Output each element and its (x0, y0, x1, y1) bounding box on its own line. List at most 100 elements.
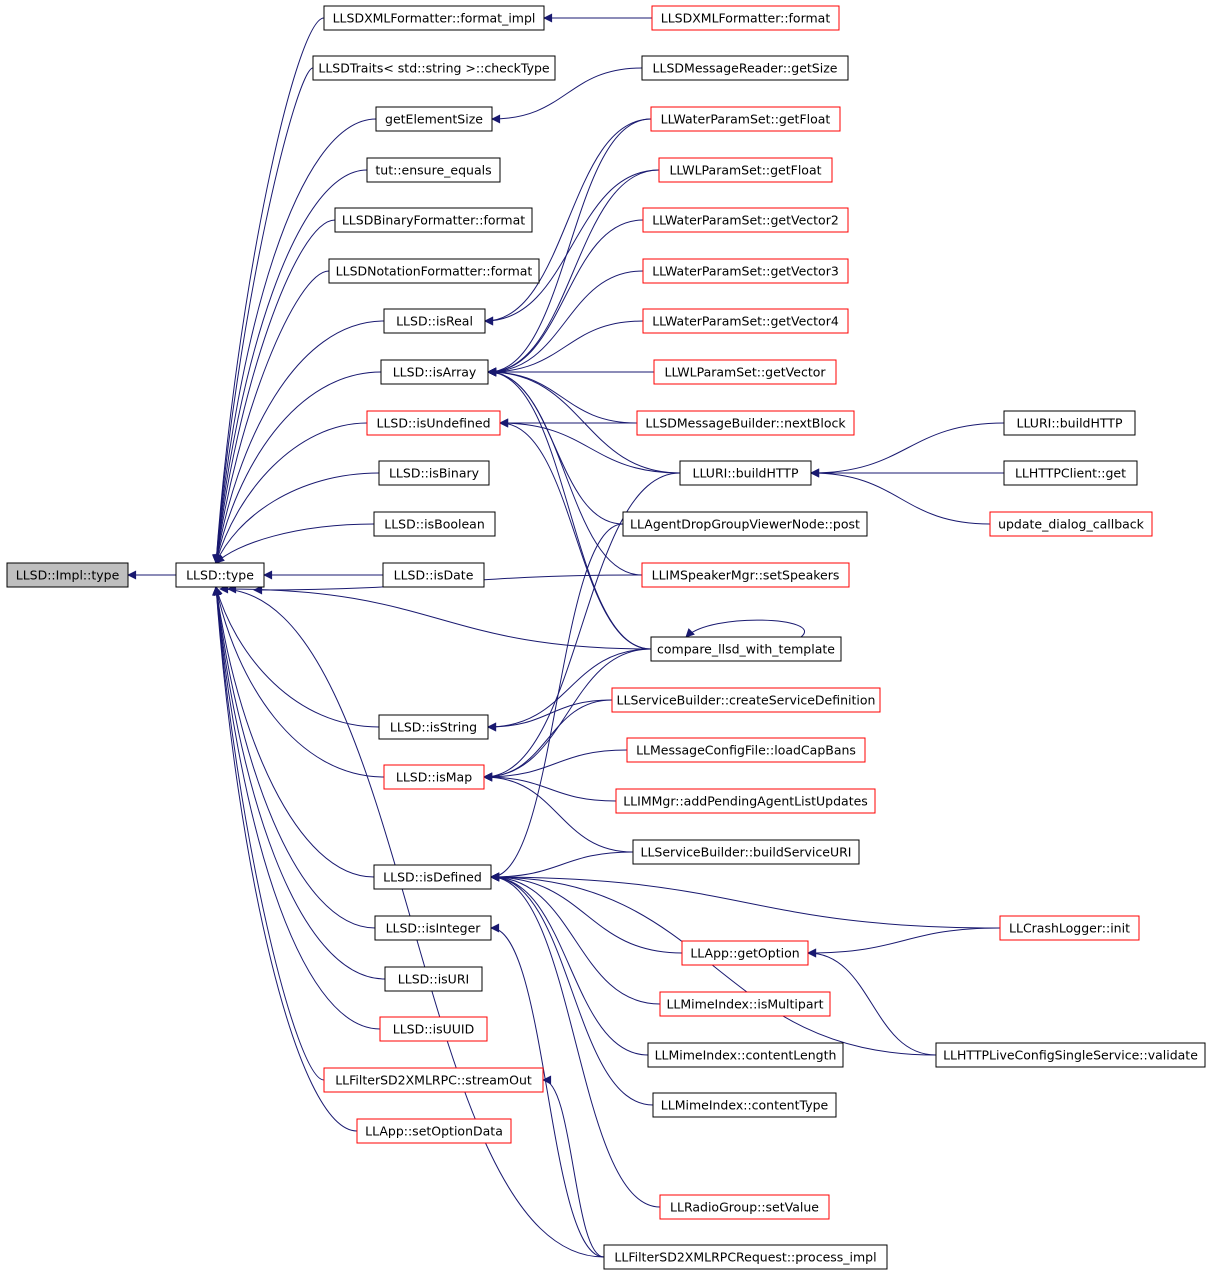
node-uri-buildhttp-mid[interactable]: LLURI::buildHTTP (679, 460, 812, 486)
node-mime-ismulti[interactable]: LLMimeIndex::isMultipart (659, 991, 831, 1017)
node-getelemsize[interactable]: getElementSize (375, 106, 493, 132)
node-mime-contenttype[interactable]: LLMimeIndex::contentType (652, 1092, 837, 1118)
node-box (611, 687, 881, 713)
node-water-getfloat[interactable]: LLWaterParamSet::getFloat (650, 106, 841, 132)
node-isdefined[interactable]: LLSD::isDefined (373, 864, 492, 890)
node-svc-createdef[interactable]: LLServiceBuilder::createServiceDefinitio… (611, 687, 881, 713)
node-water-vec4[interactable]: LLWaterParamSet::getVector4 (642, 308, 849, 334)
node-impl-type[interactable]: LLSD::Impl::type (6, 562, 129, 588)
node-label: LLServiceBuilder::buildServiceURI (641, 845, 852, 860)
node-box (989, 511, 1153, 537)
node-tut-eq[interactable]: tut::ensure_equals (366, 157, 501, 183)
node-imspeaker-set[interactable]: LLIMSpeakerMgr::setSpeakers (641, 562, 850, 588)
node-httpclient-get[interactable]: LLHTTPClient::get (1003, 460, 1138, 486)
node-immgr-addpending[interactable]: LLIMMgr::addPendingAgentListUpdates (615, 788, 876, 814)
node-water-vec2[interactable]: LLWaterParamSet::getVector2 (642, 207, 849, 233)
node-crashlogger-init[interactable]: LLCrashLogger::init (999, 915, 1140, 941)
node-fmt-impl[interactable]: LLSDXMLFormatter::format_impl (323, 5, 545, 31)
node-isinteger[interactable]: LLSD::isInteger (374, 915, 492, 941)
node-box (379, 1016, 488, 1042)
node-ismap[interactable]: LLSD::isMap (383, 764, 485, 790)
node-mime-contentlen[interactable]: LLMimeIndex::contentLength (647, 1042, 844, 1068)
node-box (935, 1042, 1206, 1068)
node-isstring[interactable]: LLSD::isString (378, 714, 489, 740)
node-isreal[interactable]: LLSD::isReal (383, 308, 486, 334)
call-edge (483, 699, 613, 782)
node-water-vec3[interactable]: LLWaterParamSet::getVector3 (642, 258, 849, 284)
call-edge (227, 584, 652, 650)
call-edge (487, 367, 643, 576)
node-isuuid[interactable]: LLSD::isUUID (379, 1016, 488, 1042)
node-uri-buildhttp-right[interactable]: LLURI::buildHTTP (1003, 410, 1136, 436)
node-box (1003, 410, 1136, 436)
call-edge (212, 169, 368, 564)
node-bin-fmt[interactable]: LLSDBinaryFormatter::format (334, 207, 533, 233)
node-label: LLSD::isUndefined (376, 416, 490, 431)
node-msgreader-size[interactable]: LLSDMessageReader::getSize (641, 55, 849, 81)
node-label: LLWaterParamSet::getVector3 (652, 264, 839, 279)
node-msgcfg-loadcap[interactable]: LLMessageConfigFile::loadCapBans (626, 737, 866, 763)
node-label: LLRadioGroup::setValue (670, 1200, 819, 1215)
node-label: LLMimeIndex::isMultipart (666, 997, 823, 1012)
node-box (647, 1042, 844, 1068)
node-wl-getfloat[interactable]: LLWLParamSet::getFloat (658, 157, 833, 183)
node-label: LLSD::isDate (394, 568, 474, 583)
node-svc-builduri[interactable]: LLServiceBuilder::buildServiceURI (632, 839, 860, 865)
node-box (323, 1067, 544, 1093)
node-not-fmt[interactable]: LLSDNotationFormatter::format (328, 258, 540, 284)
node-box (383, 764, 485, 790)
call-edge (490, 872, 1001, 929)
node-radio-setvalue[interactable]: LLRadioGroup::setValue (659, 1194, 830, 1220)
node-box (366, 157, 501, 183)
node-compare-tmpl[interactable]: compare_llsd_with_template (650, 636, 842, 662)
node-label: LLIMMgr::addPendingAgentListUpdates (623, 794, 868, 809)
node-box (175, 562, 265, 588)
node-label: LLSD::isString (390, 720, 477, 735)
node-isbinary[interactable]: LLSD::isBinary (378, 460, 490, 486)
node-httplive-validate[interactable]: LLHTTPLiveConfigSingleService::validate (935, 1042, 1206, 1068)
node-box (641, 55, 849, 81)
node-box (653, 359, 837, 385)
node-agentdrop-post[interactable]: LLAgentDropGroupViewerNode::post (622, 511, 868, 537)
node-box (366, 410, 501, 436)
node-box (636, 410, 855, 436)
node-isboolean[interactable]: LLSD::isBoolean (373, 511, 496, 537)
node-checktype[interactable]: LLSDTraits< std::string >::checkType (312, 55, 556, 81)
node-box (6, 562, 129, 588)
node-type[interactable]: LLSD::type (175, 562, 265, 588)
node-box (659, 1194, 830, 1220)
node-box (378, 714, 489, 740)
node-box (651, 5, 840, 31)
node-box (632, 839, 860, 865)
node-label: LLCrashLogger::init (1009, 921, 1130, 936)
node-box (356, 1118, 512, 1144)
call-edge (487, 367, 652, 650)
node-box (642, 207, 849, 233)
node-label: LLServiceBuilder::createServiceDefinitio… (617, 693, 876, 708)
node-wl-getvector[interactable]: LLWLParamSet::getVector (653, 359, 837, 385)
node-box (383, 308, 486, 334)
node-setoptdata[interactable]: LLApp::setOptionData (356, 1118, 512, 1144)
node-box (323, 5, 545, 31)
node-update-dialog[interactable]: update_dialog_callback (989, 511, 1153, 537)
call-edge (487, 169, 660, 377)
node-box (659, 991, 831, 1017)
node-label: LLApp::getOption (690, 946, 799, 961)
node-msgbuilder-next[interactable]: LLSDMessageBuilder::nextBlock (636, 410, 855, 436)
node-streamout[interactable]: LLFilterSD2XMLRPC::streamOut (323, 1067, 544, 1093)
node-box (642, 258, 849, 284)
node-isdate[interactable]: LLSD::isDate (382, 562, 485, 588)
node-isundef[interactable]: LLSD::isUndefined (366, 410, 501, 436)
node-label: LLSD::type (186, 568, 254, 583)
call-edge (490, 872, 661, 1005)
node-isarray[interactable]: LLSD::isArray (380, 359, 489, 385)
node-label: LLSD::isBoolean (384, 517, 485, 532)
node-isuri[interactable]: LLSD::isURI (384, 966, 483, 992)
node-label: update_dialog_callback (998, 517, 1145, 532)
node-filter-process[interactable]: LLFilterSD2XMLRPCRequest::process_impl (603, 1244, 888, 1270)
node-box (373, 864, 492, 890)
node-app-getoption[interactable]: LLApp::getOption (681, 940, 809, 966)
node-label: LLSDMessageReader::getSize (653, 61, 838, 76)
call-edge (807, 927, 1001, 958)
node-xmlfmt-format[interactable]: LLSDXMLFormatter::format (651, 5, 840, 31)
